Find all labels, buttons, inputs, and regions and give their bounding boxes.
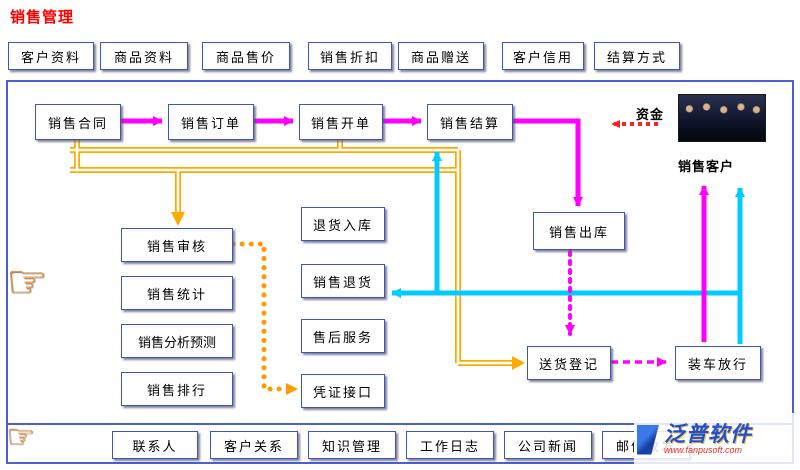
node-after-sales-service[interactable]: 售后服务	[301, 319, 385, 353]
node-sales-order[interactable]: 销售订单	[168, 104, 254, 140]
node-return-inbound[interactable]: 退货入库	[301, 207, 385, 241]
hand-pointer-icon-small: ☞	[6, 418, 35, 454]
node-loading-release[interactable]: 装车放行	[675, 346, 761, 380]
menu-customer-relations[interactable]: 客户关系	[210, 431, 298, 459]
menu-company-news[interactable]: 公司新闻	[504, 431, 592, 459]
node-sales-return[interactable]: 销售退货	[301, 264, 385, 298]
watermark: 泛普软件 www.fanpusoft.com	[634, 413, 800, 466]
menu-contacts[interactable]: 联系人	[112, 431, 198, 459]
menu-product-gift[interactable]: 商品赠送	[398, 42, 484, 70]
menu-work-log[interactable]: 工作日志	[406, 431, 494, 459]
node-delivery-registration[interactable]: 送货登记	[527, 346, 611, 380]
diagram-frame	[6, 80, 794, 464]
menu-customer-info[interactable]: 客户资料	[8, 42, 94, 70]
fanpu-logo-icon	[637, 424, 659, 455]
node-sales-statistics[interactable]: 销售统计	[121, 276, 233, 310]
watermark-url: www.fanpusoft.com	[664, 444, 743, 455]
node-sales-ranking[interactable]: 销售排行	[121, 372, 233, 406]
bottom-divider-line	[6, 423, 794, 425]
menu-product-price[interactable]: 商品售价	[202, 42, 290, 70]
node-sales-settlement[interactable]: 销售结算	[427, 104, 513, 140]
watermark-brand: 泛普软件	[664, 422, 752, 446]
menu-customer-credit[interactable]: 客户信用	[502, 42, 584, 70]
menu-product-info[interactable]: 商品资料	[100, 42, 188, 70]
node-sales-audit[interactable]: 销售审核	[121, 228, 233, 262]
node-sales-billing[interactable]: 销售开单	[299, 104, 383, 140]
funds-label: 资金	[636, 107, 665, 122]
menu-knowledge-management[interactable]: 知识管理	[308, 431, 396, 459]
businessmen-photo	[678, 94, 766, 142]
node-voucher-interface[interactable]: 凭证接口	[301, 374, 385, 408]
menu-sales-discount[interactable]: 销售折扣	[308, 42, 392, 70]
page-title: 销售管理	[10, 9, 75, 26]
sales-customer-label: 销售客户	[678, 159, 735, 174]
menu-settlement-method[interactable]: 结算方式	[594, 42, 680, 70]
node-sales-outbound[interactable]: 销售出库	[533, 212, 625, 250]
hand-pointer-icon: ☞	[6, 255, 48, 307]
node-sales-analysis-forecast[interactable]: 销售分析预测	[121, 324, 233, 358]
node-sales-contract[interactable]: 销售合同	[35, 104, 121, 140]
